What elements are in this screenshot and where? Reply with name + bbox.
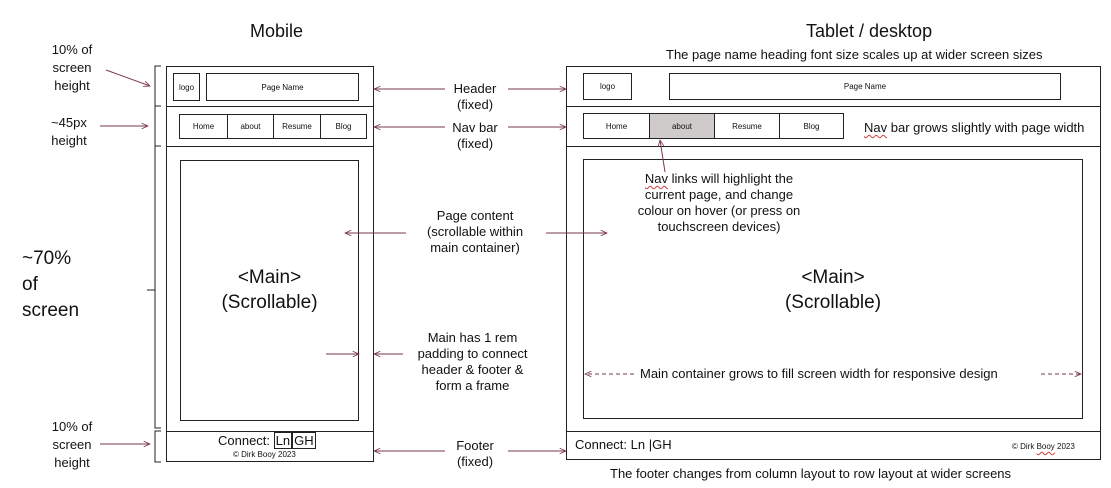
mobile-copyright: © Dirk Booy 2023 (233, 450, 296, 459)
header-height-arrow (105, 69, 150, 86)
nav-height-note: ~45px height (40, 114, 98, 150)
desktop-page-name: Page Name (669, 73, 1061, 100)
header-label: Header (fixed) (430, 81, 520, 113)
desktop-title: Tablet / desktop (806, 21, 933, 41)
footer-label-line1: Footer (456, 438, 494, 453)
padding-label-line4: form a frame (435, 378, 510, 393)
desktop-main-label: <Main> (Scrollable) (583, 265, 1083, 315)
nav-label: Nav bar (fixed) (430, 120, 520, 152)
main-bracket (154, 145, 161, 429)
footer-height-line1: 10% of (51, 419, 93, 434)
desktop-copyright-pre: © Dirk (1012, 442, 1037, 451)
padding-label: Main has 1 rem padding to connect header… (400, 330, 545, 394)
desktop-nav-resume[interactable]: Resume (714, 114, 779, 138)
footer-height-line3: height (54, 455, 90, 470)
mobile-footer-connect-label: Connect: (218, 433, 271, 448)
mobile-main-line1: <Main> (237, 267, 302, 288)
footer-height-line2: screen (52, 437, 92, 452)
desktop-copyright-post: 2023 (1054, 442, 1075, 451)
main-height-line1: ~70% (22, 248, 72, 269)
mobile-main-line2: (Scrollable) (221, 292, 318, 313)
desktop-nav-note-rest: bar grows slightly with page width (887, 120, 1085, 135)
header-label-line2: (fixed) (456, 97, 494, 112)
nav-highlight-word: Nav (644, 171, 669, 186)
content-label-line2: (scrollable within (426, 224, 524, 239)
mobile-main-label: <Main> (Scrollable) (180, 265, 359, 315)
header-height-note: 10% of screen height (40, 41, 104, 95)
main-height-note: ~70% of screen (22, 246, 79, 324)
padding-label-line1: Main has 1 rem (427, 330, 518, 345)
mobile-nav-home[interactable]: Home (192, 122, 215, 131)
content-label-line1: Page content (436, 208, 514, 223)
nav-height-line1: ~45px (51, 115, 87, 130)
nav-highlight-note: Nav links will highlight the current pag… (612, 171, 826, 235)
nav-highlight-line1-rest: links will highlight the (668, 171, 794, 186)
mobile-nav-about[interactable]: about (227, 115, 273, 138)
main-height-line2: of (22, 274, 38, 295)
footer-height-note: 10% of screen height (40, 418, 104, 472)
desktop-copyright-name: Booy (1036, 442, 1055, 451)
mobile-footer-gh-link[interactable]: GH (292, 432, 316, 449)
mobile-header-divider (166, 106, 374, 107)
footer-label-line2: (fixed) (456, 454, 494, 469)
desktop-logo: logo (583, 73, 632, 100)
mobile-footer-ln-link[interactable]: Ln (273, 432, 293, 449)
desktop-nav-note: Nav bar grows slightly with page width (864, 120, 1084, 136)
desktop-nav-divider (566, 146, 1101, 147)
desktop-nav-blog[interactable]: Blog (779, 114, 843, 138)
mobile-nav-resume[interactable]: Resume (273, 115, 320, 138)
footer-bracket (154, 430, 161, 463)
desktop-footer-connect: Connect: Ln |GH (575, 437, 672, 452)
header-bracket (154, 65, 161, 107)
header-label-line1: Header (453, 81, 497, 96)
nav-highlight-line4: touchscreen devices) (657, 219, 781, 234)
nav-highlight-arrow (660, 140, 666, 173)
mobile-main (180, 160, 359, 421)
padding-label-line3: header & footer & (421, 362, 524, 377)
footer-label: Footer (fixed) (430, 438, 520, 470)
nav-label-line2: (fixed) (456, 136, 494, 151)
mobile-nav-divider (166, 146, 374, 147)
nav-label-line1: Nav bar (452, 120, 498, 135)
desktop-nav-home[interactable]: Home (605, 121, 628, 131)
desktop-subtitle: The page name heading font size scales u… (666, 47, 1043, 62)
nav-highlight-line2: current page, and change (644, 187, 794, 202)
content-label-line3: main container) (430, 240, 520, 255)
mobile-nav-blog[interactable]: Blog (320, 115, 366, 138)
footer-bottom-note: The footer changes from column layout to… (610, 466, 1012, 481)
mobile-footer-divider (166, 431, 374, 432)
mobile-page-name: Page Name (206, 73, 359, 101)
desktop-main-line1: <Main> (801, 267, 865, 288)
header-height-line1: 10% of (51, 42, 93, 57)
mobile-logo: logo (173, 73, 200, 101)
mobile-title: Mobile (250, 21, 304, 41)
desktop-footer-divider (566, 431, 1101, 432)
main-height-line3: screen (22, 300, 80, 321)
padding-label-line2: padding to connect (417, 346, 528, 361)
desktop-main-line2: (Scrollable) (784, 292, 882, 313)
desktop-nav-note-word: Nav (864, 120, 888, 135)
nav-height-line2: height (51, 133, 87, 148)
nav-highlight-line3: colour on hover (or press on (637, 203, 801, 218)
header-height-line2: screen (52, 60, 92, 75)
desktop-header-divider (566, 106, 1101, 107)
desktop-nav-about[interactable]: about (649, 114, 714, 138)
desktop-copyright: © Dirk Booy 2023 (1012, 442, 1075, 451)
mobile-nav-bar: Home about Resume Blog (179, 114, 367, 139)
desktop-nav-bar: Home about Resume Blog (583, 113, 844, 139)
nav-highlight-line1: Nav links will highlight the (645, 171, 793, 187)
main-grow-note: Main container grows to fill screen widt… (637, 366, 1001, 382)
nav-bracket (154, 105, 161, 147)
content-label: Page content (scrollable within main con… (410, 208, 540, 256)
header-height-line3: height (54, 78, 90, 93)
